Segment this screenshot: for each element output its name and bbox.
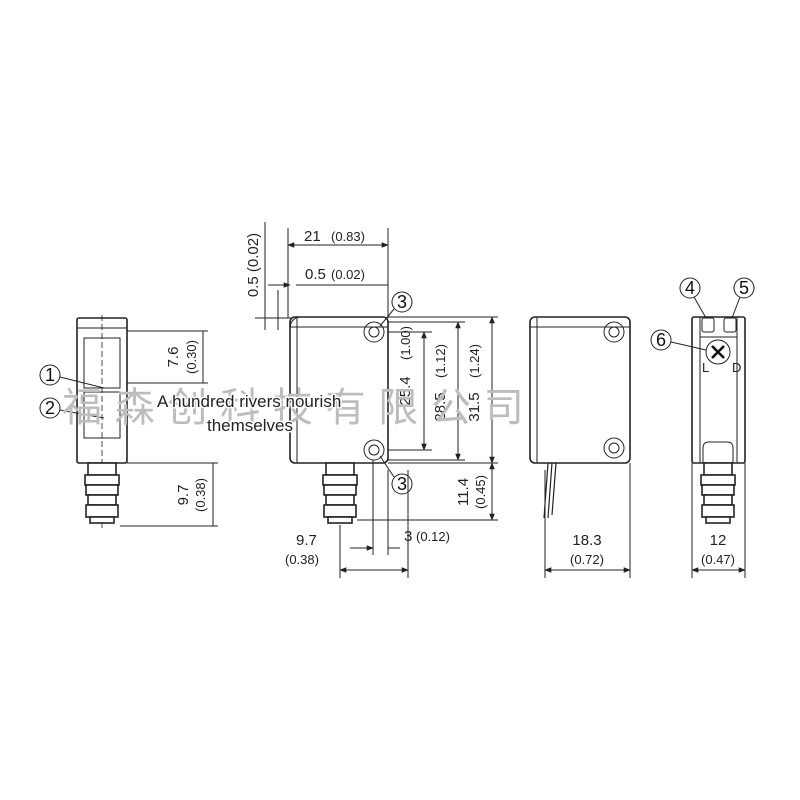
- front-view: 1 2 7.6 (0.30) 9.7 (0.38): [39, 315, 218, 528]
- svg-text:(0.02): (0.02): [331, 267, 365, 282]
- potentiometer-screw-icon: [705, 339, 731, 365]
- svg-text:(1.24): (1.24): [467, 344, 482, 378]
- cable-hole-top: [603, 321, 625, 343]
- rear-view: L D 4 5 6 12: [650, 277, 755, 578]
- svg-text:21: 21: [304, 228, 321, 245]
- callout-6: 6: [650, 329, 707, 351]
- callout-4: 4: [679, 277, 707, 319]
- dim-0-5-vertical: 0.5 (0.02): [245, 222, 292, 330]
- cable-hole-bottom: [603, 437, 625, 459]
- svg-text:6: 6: [656, 330, 666, 350]
- callout-1: 1: [39, 364, 105, 389]
- svg-text:1: 1: [45, 365, 55, 385]
- callout-3-bottom: 3: [379, 455, 413, 495]
- svg-text:3: 3: [397, 292, 407, 312]
- side-connector: [322, 462, 358, 524]
- svg-text:(0.72): (0.72): [570, 552, 604, 567]
- cable-wires: [543, 462, 557, 519]
- watermark-english-line2: themselves: [207, 416, 293, 435]
- svg-text:4: 4: [685, 278, 695, 298]
- svg-text:5: 5: [739, 278, 749, 298]
- watermark: 福 森 创 科 技 有 限 公 司 A hundred rivers nouri…: [62, 385, 524, 437]
- side-view: 3 3 0.5 (0.02) 21 (0.83) 0.5: [245, 222, 498, 578]
- svg-text:(0.45): (0.45): [473, 475, 488, 509]
- svg-text:18.3: 18.3: [572, 532, 601, 549]
- label-d: D: [732, 360, 741, 375]
- led-indicator-4: [701, 317, 715, 333]
- svg-text:(1.00): (1.00): [398, 326, 413, 360]
- watermark-english-line1: A hundred rivers nourish: [157, 392, 341, 411]
- svg-text:12: 12: [710, 532, 727, 549]
- mounting-hole-bottom: [363, 439, 385, 461]
- dim-3: 3 (0.12): [350, 460, 450, 555]
- led-indicator-5: [723, 317, 737, 333]
- svg-text:28.5: 28.5: [432, 392, 449, 421]
- svg-text:(1.12): (1.12): [433, 344, 448, 378]
- svg-text:(0.47): (0.47): [701, 552, 735, 567]
- svg-text:7.6: 7.6: [165, 347, 182, 368]
- dim-25-4: 25.4 (1.00): [388, 326, 432, 451]
- svg-text:31.5: 31.5: [466, 392, 483, 421]
- dim-7-6: 7.6 (0.30): [127, 330, 208, 384]
- svg-text:(0.12): (0.12): [416, 529, 450, 544]
- dim-9-7-left: 9.7 (0.38): [120, 462, 218, 527]
- dim-21: 21 (0.83): [287, 228, 389, 318]
- callout-2: 2: [39, 397, 105, 419]
- dim-11-4: 11.4 (0.45): [357, 462, 498, 521]
- svg-text:25.4: 25.4: [397, 376, 414, 405]
- svg-text:9.7: 9.7: [175, 485, 192, 506]
- svg-text:3: 3: [397, 474, 407, 494]
- cable-housing: [529, 316, 631, 464]
- dim-12: 12 (0.47): [691, 463, 746, 578]
- dim-31-5: 31.5 (1.24): [388, 316, 498, 464]
- watermark-chinese-text: 福 森 创 科 技 有 限 公 司: [62, 385, 524, 431]
- svg-text:3: 3: [404, 528, 412, 545]
- svg-text:11.4: 11.4: [455, 478, 472, 506]
- front-connector: [84, 462, 120, 524]
- label-l: L: [702, 360, 709, 375]
- dim-28-5: 28.5 (1.12): [388, 321, 465, 461]
- dim-0-5-horizontal: 0.5 (0.02): [268, 266, 388, 288]
- svg-text:(0.83): (0.83): [331, 229, 365, 244]
- svg-text:(0.38): (0.38): [193, 478, 208, 512]
- svg-text:2: 2: [45, 398, 55, 418]
- callout-5: 5: [731, 277, 755, 319]
- callout-3-top: 3: [379, 291, 413, 327]
- svg-text:(0.38): (0.38): [285, 552, 319, 567]
- rear-connector: [700, 462, 736, 524]
- svg-text:0.5 (0.02): 0.5 (0.02): [245, 233, 262, 297]
- mounting-hole-top: [363, 321, 385, 343]
- svg-text:0.5: 0.5: [305, 266, 326, 283]
- svg-text:9.7: 9.7: [296, 532, 317, 549]
- cable-view: 18.3 (0.72): [529, 316, 631, 578]
- svg-text:(0.30): (0.30): [184, 340, 199, 374]
- dim-9-7-bottom: 9.7 (0.38): [285, 470, 409, 578]
- dim-18-3: 18.3 (0.72): [544, 463, 631, 578]
